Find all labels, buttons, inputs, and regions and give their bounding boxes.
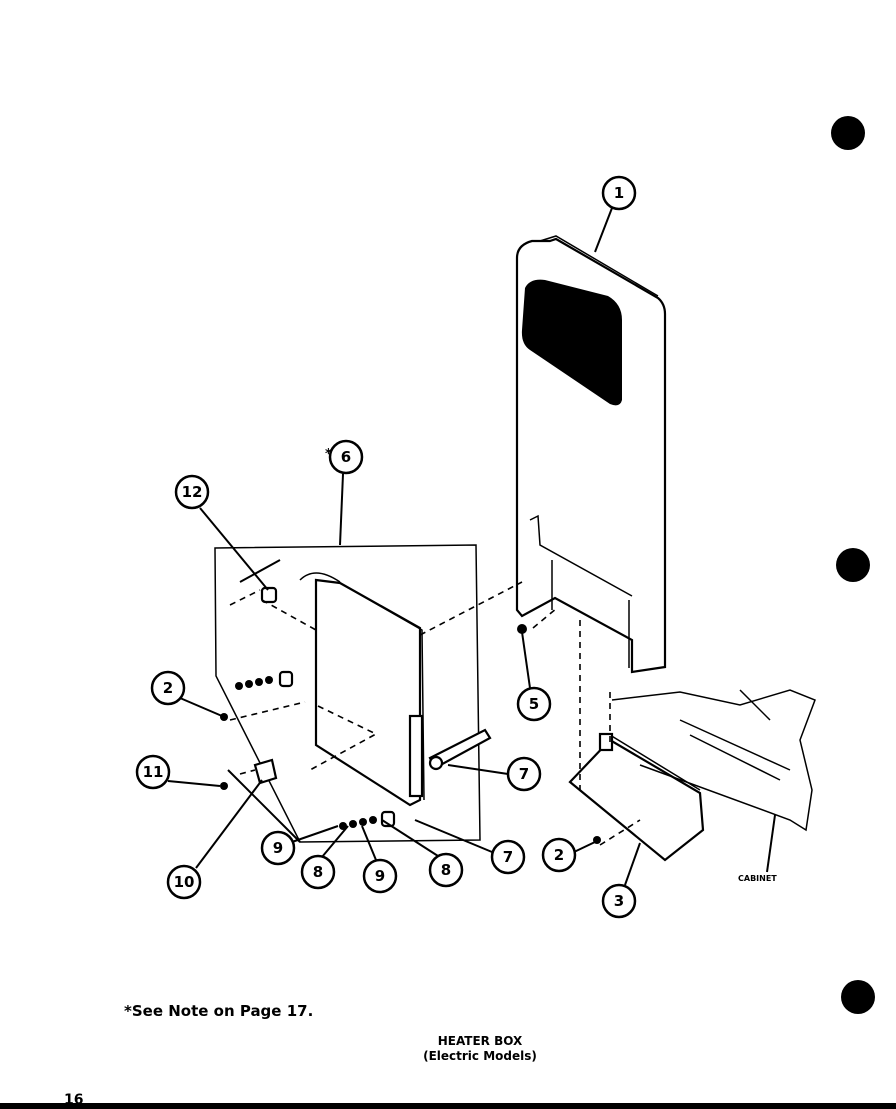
svg-text:1: 1 (614, 184, 624, 202)
callout-10: 10 (166, 864, 202, 900)
svg-text:10: 10 (174, 873, 195, 891)
callout-6: 6 (328, 439, 364, 475)
callout-7: 7 (490, 839, 526, 875)
leader-lines (167, 207, 776, 886)
callout-7: 7 (506, 756, 542, 792)
svg-text:11: 11 (143, 763, 164, 781)
svg-text:5: 5 (529, 695, 539, 713)
duct-grille (521, 279, 622, 406)
svg-text:12: 12 (182, 483, 203, 501)
page-number: 16 (64, 1092, 84, 1108)
binder-hole (841, 980, 875, 1014)
asterisk-mark: * (325, 447, 332, 462)
callout-8: 8 (300, 854, 336, 890)
binder-hole (836, 548, 870, 582)
heater-duct-panel (515, 235, 667, 674)
svg-text:7: 7 (519, 765, 529, 783)
callout-1: 1 (601, 175, 637, 211)
callout-11: 11 (135, 754, 171, 790)
svg-text:2: 2 (554, 846, 564, 864)
cabinet-fragment (611, 689, 816, 832)
svg-text:7: 7 (503, 848, 513, 866)
callout-2: 2 (541, 837, 577, 873)
page-note: *See Note on Page 17. (124, 1002, 314, 1020)
bottom-edge-line (0, 1103, 896, 1109)
callout-2: 2 (150, 670, 186, 706)
callout-5: 5 (516, 686, 552, 722)
binder-hole (831, 116, 865, 150)
svg-text:9: 9 (273, 839, 283, 857)
svg-text:9: 9 (375, 867, 385, 885)
diagram-title-block: HEATER BOX (Electric Models) (360, 1034, 600, 1064)
heater-assembly (214, 544, 601, 844)
svg-text:2: 2 (163, 679, 173, 697)
diagram-title: HEATER BOX (437, 1034, 523, 1048)
cabinet-label: CABINET (738, 874, 777, 883)
diagram-subtitle: (Electric Models) (423, 1049, 537, 1063)
svg-text:3: 3 (614, 892, 624, 910)
mounting-bracket (568, 732, 705, 862)
callout-9: 9 (362, 858, 398, 894)
svg-text:6: 6 (341, 448, 351, 466)
svg-text:8: 8 (441, 861, 451, 879)
callout-3: 3 (601, 883, 637, 919)
callout-12: 12 (174, 474, 210, 510)
svg-text:8: 8 (313, 863, 323, 881)
callout-8: 8 (428, 852, 464, 888)
callout-9: 9 (260, 830, 296, 866)
